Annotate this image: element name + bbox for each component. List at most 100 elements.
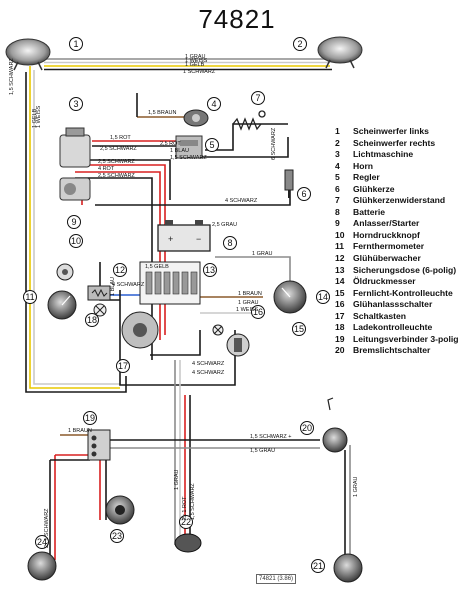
callout-3: 3 bbox=[69, 97, 83, 111]
svg-text:+: + bbox=[168, 234, 173, 244]
svg-text:19: 19 bbox=[85, 413, 95, 423]
label-grau-25: 2,5 GRAU bbox=[212, 222, 237, 228]
callout-24: 24 bbox=[35, 535, 49, 549]
legend-label: Ladekontrolleuchte bbox=[353, 322, 433, 333]
legend-row: 18 Ladekontrolleuchte bbox=[335, 322, 471, 334]
label-grau-vert-mid: 1 GRAU bbox=[174, 469, 180, 490]
tail-lamp-left bbox=[27, 551, 57, 581]
label-weiss-top: 1 WEISS bbox=[185, 58, 208, 64]
svg-text:20: 20 bbox=[302, 423, 312, 433]
callout-8: 8 bbox=[223, 236, 237, 250]
legend-label: Anlasser/Starter bbox=[353, 218, 420, 229]
legend-row: 12 Glühüberwacher bbox=[335, 253, 471, 265]
legend-number: 10 bbox=[335, 229, 345, 240]
label-grau-1-right: 1 GRAU bbox=[252, 251, 273, 257]
legend-number: 12 bbox=[335, 253, 345, 264]
legend-number: 9 bbox=[335, 218, 340, 229]
legend-label: Bremslichtschalter bbox=[353, 345, 431, 356]
label-rot-vert: 2x 1 ROT bbox=[182, 496, 188, 520]
callout-6: 6 bbox=[297, 187, 311, 201]
remote-thermometer bbox=[47, 290, 77, 320]
label-grau-1-mid: 1 GRAU bbox=[238, 300, 259, 306]
svg-text:10: 10 bbox=[71, 236, 81, 246]
legend-number: 1 bbox=[335, 126, 340, 136]
label-grau-vert-right: 1 GRAU bbox=[353, 476, 359, 497]
legend-row: 9 Anlasser/Starter bbox=[335, 218, 471, 230]
legend-label: Lichtmaschine bbox=[353, 149, 414, 160]
charge-lamp bbox=[212, 324, 224, 336]
callouts: 1 2 3 4 5 6 7 8 9 10 11 12 13 14 15 16 1… bbox=[23, 37, 330, 573]
legend-number: 14 bbox=[335, 276, 345, 287]
callout-14: 14 bbox=[316, 290, 330, 304]
svg-text:6: 6 bbox=[301, 189, 306, 199]
wire-trunk-yellow bbox=[29, 66, 120, 389]
legend-label: Horn bbox=[353, 160, 374, 171]
legend-label: Glühanlassschalter bbox=[353, 299, 433, 310]
callout-9: 9 bbox=[67, 215, 81, 229]
svg-text:1: 1 bbox=[73, 39, 78, 49]
switch-box bbox=[121, 311, 159, 349]
wire-black-loop bbox=[119, 290, 236, 386]
label-schwarz-vert-15: 1,5 SCHWARZ bbox=[190, 483, 196, 520]
label-grau-top: 1 GRAU bbox=[185, 54, 206, 60]
label-weiss-1-mid: 1 WEISS bbox=[236, 307, 259, 313]
label-schwarz-vert-lower: 2x 1 SCHWARZ bbox=[44, 508, 50, 548]
label-schwarz-top: 1 SCHWARZ bbox=[183, 69, 216, 75]
label-gelb-top: 1 GELB bbox=[185, 62, 205, 68]
svg-text:−: − bbox=[196, 234, 201, 244]
starter bbox=[59, 177, 91, 201]
regulator bbox=[175, 135, 203, 159]
label-schwarz-15: 1,5 SCHWARZ bbox=[170, 155, 207, 161]
label-braun-lower: 1 BRAUN bbox=[68, 428, 92, 434]
svg-text:24: 24 bbox=[37, 537, 47, 547]
callout-1: 1 bbox=[69, 37, 83, 51]
wire-main-black-b bbox=[75, 159, 171, 200]
legend-number: 18 bbox=[335, 322, 345, 333]
label-gelb-vert: 1 GELB bbox=[32, 108, 38, 128]
wire-trunk-white bbox=[33, 70, 120, 385]
legend-number: 15 bbox=[335, 287, 345, 298]
trailer-socket bbox=[105, 495, 135, 525]
label-rot-4: 4 ROT bbox=[98, 166, 115, 172]
wire-black-gauge-b bbox=[150, 330, 201, 356]
legend-label: Glühüberwacher bbox=[353, 253, 421, 264]
callout-12: 12 bbox=[113, 263, 127, 277]
label-rot-15: 1,5 ROT bbox=[110, 135, 131, 141]
label-schwarz-4c: 4 SCHWARZ bbox=[192, 361, 225, 367]
horn-button bbox=[56, 263, 74, 281]
label-grau-lower: 1,5 GRAU bbox=[250, 448, 275, 454]
legend-number: 6 bbox=[335, 183, 340, 194]
callout-22: 22 bbox=[179, 515, 193, 529]
label-braun-1: 1 BRAUN bbox=[238, 291, 262, 297]
label-braun-15: 1,5 BRAUN bbox=[148, 110, 176, 116]
svg-text:13: 13 bbox=[205, 265, 215, 275]
legend-label: Scheinwerfer links bbox=[353, 126, 429, 136]
document-stamp: 74821 (3.86) bbox=[256, 574, 297, 584]
label-schwarz-25a: 2,5 SCHWARZ bbox=[100, 146, 137, 152]
svg-text:7: 7 bbox=[255, 93, 260, 103]
svg-text:5: 5 bbox=[209, 140, 214, 150]
callout-23: 23 bbox=[110, 529, 124, 543]
brake-light-switch bbox=[322, 397, 348, 453]
callout-19: 19 bbox=[83, 411, 97, 425]
svg-text:9: 9 bbox=[71, 217, 76, 227]
label-schwarz-25b: 2,5 SCHWARZ bbox=[98, 159, 135, 165]
legend-label: Scheinwerfer rechts bbox=[353, 137, 436, 148]
legend-number: 3 bbox=[335, 149, 340, 160]
legend-row: 1 Scheinwerfer links bbox=[335, 126, 471, 138]
svg-text:12: 12 bbox=[115, 265, 125, 275]
label-gelb-15: 1,5 GELB bbox=[145, 264, 169, 270]
horn bbox=[183, 109, 209, 127]
wire-glow-black bbox=[178, 137, 289, 158]
connector-3-pin bbox=[87, 429, 111, 461]
